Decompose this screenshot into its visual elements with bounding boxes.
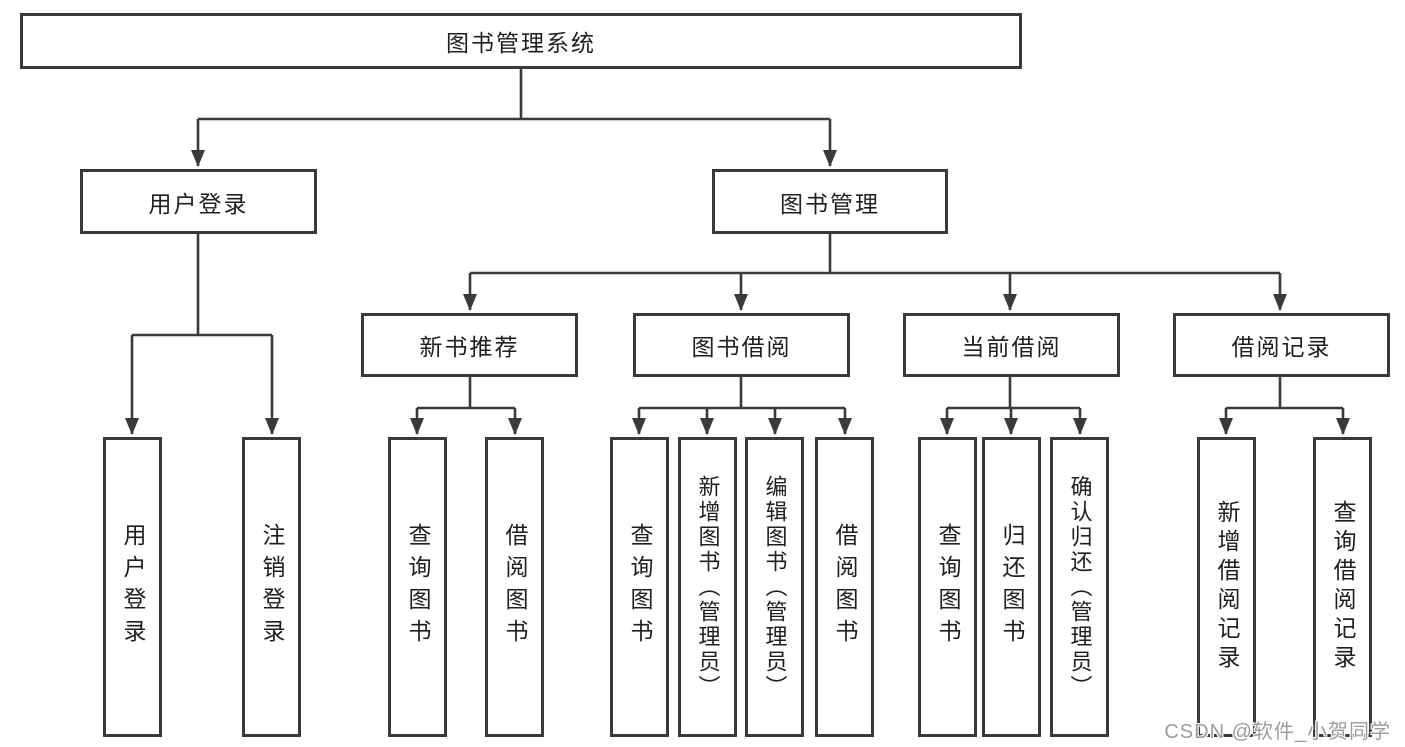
node-label: 图书管理系统 bbox=[446, 30, 596, 56]
node-label: 新书推荐 bbox=[419, 334, 520, 360]
node-label: 编辑图书（管理员） bbox=[762, 474, 788, 700]
node-query-books-2: 查询图书 bbox=[610, 437, 669, 737]
node-label: 查询图书 bbox=[935, 523, 961, 651]
node-book-borrowing: 图书借阅 bbox=[633, 313, 850, 377]
csdn-watermark: CSDN @软件_小贺同学 bbox=[1164, 721, 1391, 743]
node-label: 图书借阅 bbox=[691, 334, 792, 360]
node-label: 确认归还（管理员） bbox=[1067, 474, 1093, 700]
node-label: 查询图书 bbox=[405, 523, 431, 651]
node-logout: 注销登录 bbox=[242, 437, 301, 737]
node-return-books: 归还图书 bbox=[982, 437, 1041, 737]
node-query-books-3: 查询图书 bbox=[918, 437, 977, 737]
node-confirm-return-admin: 确认归还（管理员） bbox=[1050, 437, 1109, 737]
connector-trunks bbox=[132, 69, 1343, 410]
node-label: 图书管理 bbox=[780, 190, 880, 217]
node-new-book-recommendation: 新书推荐 bbox=[361, 313, 578, 377]
node-borrowing-records: 借阅记录 bbox=[1173, 313, 1390, 377]
node-edit-books-admin: 编辑图书（管理员） bbox=[745, 437, 804, 737]
node-label: 注销登录 bbox=[259, 523, 285, 651]
node-label: 查询图书 bbox=[627, 523, 653, 651]
node-label: 归还图书 bbox=[999, 523, 1025, 651]
node-borrow-books-1: 借阅图书 bbox=[485, 437, 544, 737]
node-borrow-books-2: 借阅图书 bbox=[815, 437, 874, 737]
node-query-borrow-record: 查询借阅记录 bbox=[1313, 437, 1372, 737]
node-label: 借阅图书 bbox=[832, 523, 858, 651]
node-label: 借阅记录 bbox=[1231, 334, 1332, 360]
node-label: 用户登录 bbox=[120, 523, 146, 651]
node-label: 新增图书（管理员） bbox=[695, 474, 721, 700]
node-user-login-leaf: 用户登录 bbox=[103, 437, 162, 737]
node-current-borrowing: 当前借阅 bbox=[903, 313, 1120, 377]
node-library-management-system: 图书管理系统 bbox=[20, 13, 1022, 69]
node-label: 当前借阅 bbox=[961, 334, 1062, 360]
node-label: 借阅图书 bbox=[502, 523, 528, 651]
node-label: 用户登录 bbox=[148, 190, 249, 217]
node-label: 新增借阅记录 bbox=[1214, 500, 1240, 674]
node-label: 查询借阅记录 bbox=[1330, 500, 1356, 674]
node-query-books-1: 查询图书 bbox=[388, 437, 447, 737]
node-add-books-admin: 新增图书（管理员） bbox=[678, 437, 737, 737]
node-add-borrow-record: 新增借阅记录 bbox=[1197, 437, 1256, 737]
node-book-management: 图书管理 bbox=[712, 169, 948, 234]
node-user-login: 用户登录 bbox=[80, 169, 317, 234]
